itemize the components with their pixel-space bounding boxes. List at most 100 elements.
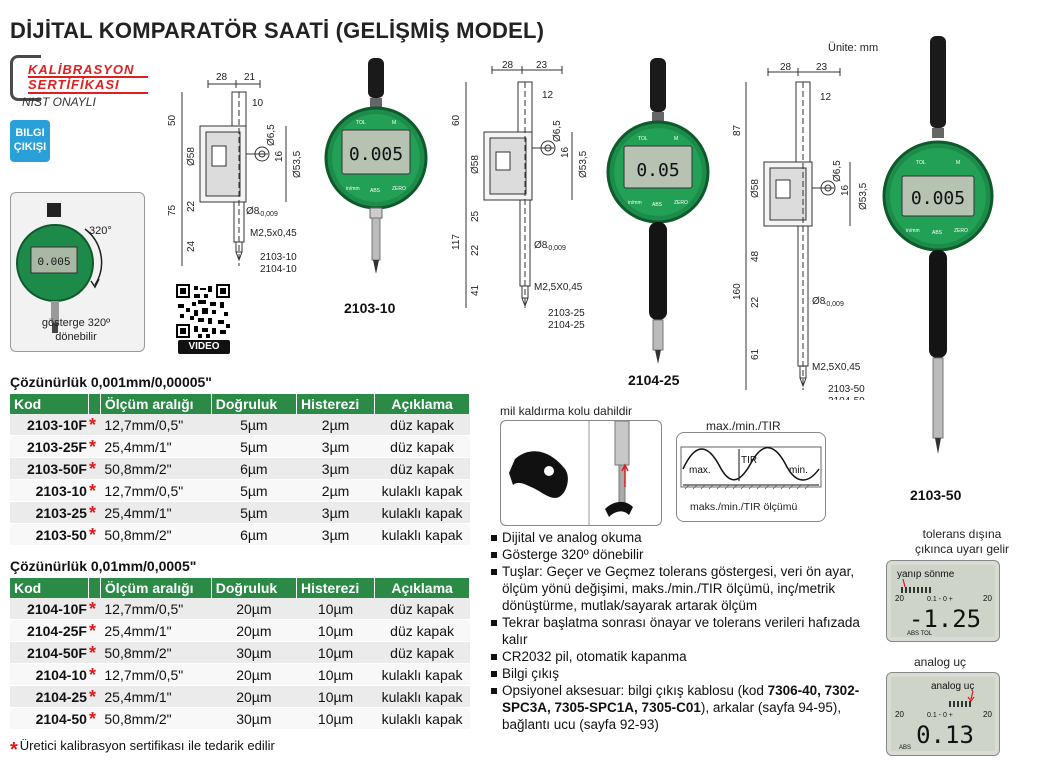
description: kulaklı kapak (374, 479, 470, 502)
dim-label: Ø6,5 (266, 124, 277, 146)
tir-min: min. (789, 465, 808, 476)
dim-label: 28 (216, 72, 228, 83)
dim-label: Ø8 (812, 296, 826, 307)
dim-label: 160 (732, 283, 743, 300)
accessory-codes: 7306-40, 7302-SPC3A, 7305-SPC1A, 7305-C0… (502, 683, 860, 715)
hysteresis: 3µm (296, 501, 375, 524)
dim-label: Ø8 (246, 206, 260, 217)
hysteresis: 10µm (296, 598, 375, 620)
description: kulaklı kapak (374, 501, 470, 524)
measuring-range: 50,8mm/2" (100, 707, 212, 730)
hysteresis: 2µm (296, 414, 375, 436)
calibration-star: * (88, 663, 101, 686)
calibration-star: * (88, 414, 101, 436)
description: düz kapak (374, 457, 470, 480)
rot-display: 0.005 (37, 257, 70, 269)
description: kulaklı kapak (374, 523, 470, 546)
description: düz kapak (374, 619, 470, 642)
col-header: Kod (10, 394, 90, 414)
lever-illustration (500, 420, 662, 526)
description: kulaklı kapak (374, 707, 470, 730)
gauge-photo-2103-10: 0.005 TOL M in/mm ABS ZERO (324, 58, 428, 274)
model-label: 2103-10 (260, 252, 297, 263)
model-caption: 2103-10 (344, 300, 396, 316)
dim-label: 10 (252, 98, 264, 109)
technical-drawing-2103-10: 28 21 10 50 Ø58 Ø6,5 16 Ø53,5 75 22 24 Ø… (167, 72, 303, 275)
footnote-star: * (10, 739, 18, 761)
accuracy: 20µm (211, 598, 297, 620)
model-label: 2104-25 (548, 320, 585, 331)
hysteresis: 2µm (296, 479, 375, 502)
measuring-range: 50,8mm/2" (100, 457, 212, 480)
col-header: Histerezi (296, 578, 376, 598)
units-label: Ünite: mm (828, 42, 879, 54)
accuracy: 20µm (211, 663, 297, 686)
dim-label: 41 (470, 284, 481, 296)
lcd-tags: ABS (899, 745, 911, 751)
inmm-button-label: in/mm (906, 228, 920, 234)
analog-arrow-label: analog uç (931, 681, 974, 692)
description: kulaklı kapak (374, 663, 470, 686)
col-header: Ölçüm aralığı (100, 394, 212, 414)
calibration-star: * (88, 707, 101, 730)
dim-label: 22 (750, 296, 761, 308)
dim-label: Ø6,5 (832, 160, 843, 182)
description: düz kapak (374, 414, 470, 436)
accuracy: 20µm (211, 619, 297, 642)
calibration-star: * (88, 523, 101, 546)
hysteresis: 3µm (296, 457, 375, 480)
dim-label: Ø6,5 (552, 120, 563, 142)
warning-caption: tolerans dışına çıkınca uyarı gelir (876, 527, 1048, 557)
rotation-caption2: dönebilir (55, 331, 97, 343)
dim-label: -0,009 (258, 211, 278, 218)
dim-label: 48 (750, 250, 761, 262)
page-title: DİJİTAL KOMPARATÖR SAATİ (GELİŞMİŞ MODEL… (10, 18, 545, 43)
lcd-value: -1.25 (909, 605, 981, 633)
dim-label: 22 (470, 244, 481, 256)
calibration-star: * (88, 479, 101, 502)
dim-label: 60 (451, 114, 462, 126)
product-code: 2103-10 (10, 479, 89, 502)
lever-icon (509, 421, 633, 525)
accuracy: 5µm (211, 414, 297, 436)
m-button-label: M (674, 136, 678, 142)
feature-item: CR2032 pil, otomatik kapanma (490, 648, 870, 665)
col-header: Histerezi (296, 394, 376, 414)
analog-lcd-icon: analog uç 20 0.1 - 0 + 20 0.13 ABS (891, 677, 995, 751)
hysteresis: 10µm (296, 619, 375, 642)
product-code: 2103-10F (10, 414, 89, 436)
hysteresis: 3µm (296, 435, 375, 458)
accuracy: 5µm (211, 435, 297, 458)
product-code: 2103-25 (10, 501, 89, 524)
col-header: Ölçüm aralığı (100, 578, 212, 598)
accessory-pre: Opsiyonel aksesuar: bilgi çıkış kablosu … (502, 683, 768, 698)
gauge-photo-2104-25: 0.05 TOL M in/mm ABS ZERO (606, 58, 710, 364)
model-label: 2104-50 (828, 396, 865, 400)
dim-label: 12 (820, 92, 832, 103)
display-value: 0.005 (911, 188, 965, 209)
col-header: Doğruluk (211, 578, 297, 598)
m-button-label: M (392, 120, 396, 126)
measuring-range: 25,4mm/1" (100, 619, 212, 642)
scale-left: 20 (895, 594, 904, 603)
feature-item: Bilgi çıkış (490, 665, 870, 682)
dim-label: Ø53,5 (578, 150, 589, 178)
dim-label: 23 (816, 62, 828, 73)
hysteresis: 10µm (296, 663, 375, 686)
product-code: 2104-10F (10, 598, 89, 620)
feature-item: Tuşlar: Geçer ve Geçmez tolerans gösterg… (490, 563, 870, 614)
dim-label: M2,5x0,45 (250, 228, 297, 239)
dim-label: M2,5X0,45 (534, 282, 583, 293)
video-button[interactable]: VIDEO (178, 340, 230, 354)
dim-label: 25 (470, 210, 481, 222)
model-caption: 2104-25 (628, 372, 680, 388)
qr-code-icon[interactable] (176, 284, 230, 338)
dim-label: 16 (274, 150, 285, 162)
footnote-text: Üretici kalibrasyon sertifikası ile teda… (19, 738, 275, 753)
